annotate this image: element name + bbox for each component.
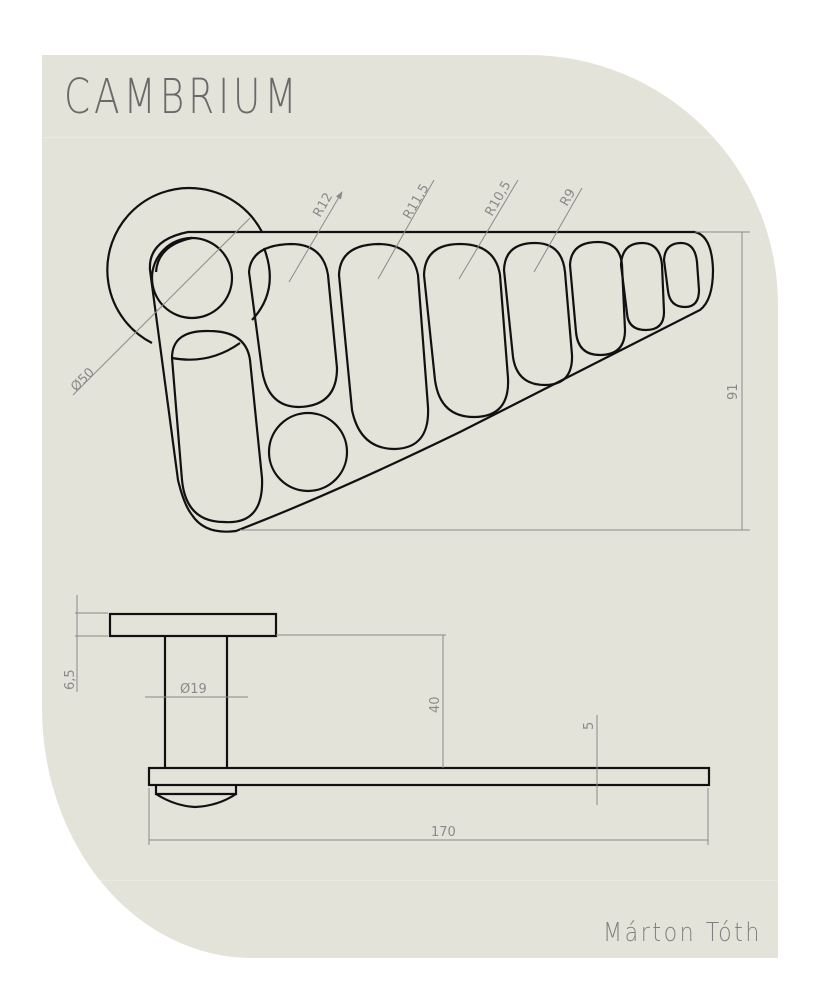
side-view xyxy=(108,612,711,809)
slot-6 xyxy=(568,240,627,357)
sheet-band-top xyxy=(42,137,778,138)
top-view xyxy=(106,186,715,533)
plate-outline xyxy=(148,230,715,533)
dim-radius-r12: R12 xyxy=(310,190,336,220)
slot-3 xyxy=(337,242,430,451)
top-view-dimensions xyxy=(72,179,750,531)
slot-2 xyxy=(247,242,339,409)
hole-circle-2 xyxy=(267,411,349,493)
slot-8 xyxy=(662,241,701,309)
slot-7 xyxy=(619,241,666,332)
dim-overall-length: 170 xyxy=(431,825,456,840)
foot-cap xyxy=(154,785,238,809)
base-circle xyxy=(106,186,263,344)
arm xyxy=(147,766,711,787)
base-diameter-leader xyxy=(72,217,251,396)
sheet-band-bottom xyxy=(42,880,778,881)
slot-5 xyxy=(502,241,574,387)
drawing-sheet: CAMBRIUM Márton Tóth xyxy=(42,55,778,958)
dim-arm-thickness: 5 xyxy=(582,722,597,730)
dim-radius-r9: R9 xyxy=(557,187,579,209)
slot-4 xyxy=(422,242,510,419)
dim-radius-r10-5: R10,5 xyxy=(482,179,514,219)
dim-top-thickness: 6,5 xyxy=(63,669,78,690)
side-view-dimensions xyxy=(75,595,709,845)
top-disc xyxy=(108,612,278,638)
hole-circle-1 xyxy=(150,236,234,320)
slot-1 xyxy=(170,329,264,524)
dim-post-height: 40 xyxy=(428,696,443,713)
author-name: Márton Tóth xyxy=(603,918,762,948)
dim-base-diameter: Ø50 xyxy=(68,365,98,395)
dim-height-91: 91 xyxy=(726,383,741,400)
dim-post-diameter: Ø19 xyxy=(180,682,207,697)
drawing-title: CAMBRIUM xyxy=(64,69,301,125)
dim-radius-r11-5: R11,5 xyxy=(400,182,432,222)
